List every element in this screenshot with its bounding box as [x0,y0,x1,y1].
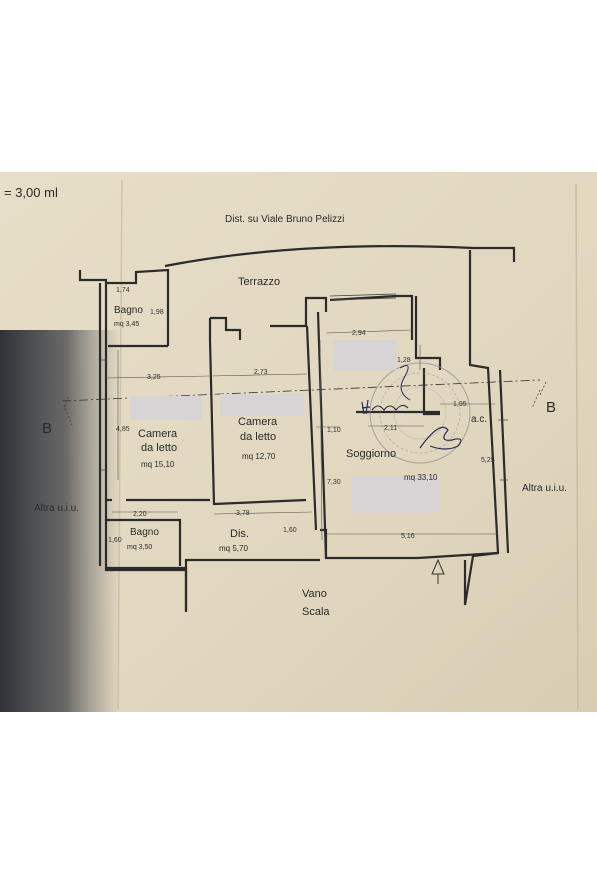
dimension-lines [105,329,498,541]
entrance-arrow-icon [431,558,445,584]
redaction-3 [333,340,396,370]
room-label-soggiorno: Soggiorno [346,448,396,460]
room-label-bagno-bottom: Bagno [130,527,159,538]
section-marker-left: B [42,420,52,437]
dim-1-60-right: 1,60 [283,527,297,534]
walls [78,245,516,612]
dimension-labels: 1,74 1,98 2,94 1,28 3,25 2,73 1,95 4,85 … [108,287,495,544]
dim-3-78: 3,78 [236,510,250,517]
room-label-terrazzo: Terrazzo [238,276,280,288]
label-altra-uiu-right: Altra u.i.u. [522,483,567,494]
redaction-4 [352,476,439,513]
dim-2-20: 2,20 [133,511,147,518]
section-marker-right: B [546,399,556,416]
room-label-dis: Dis. [230,528,249,540]
label-scala: Scala [302,606,330,618]
dim-2-11: 2,11 [384,425,397,432]
street-distance-label: Dist. su Viale Bruno Pelizzi [225,214,344,225]
official-stamp-core [393,386,447,440]
dim-2-73: 2,73 [254,369,268,376]
room-label-camera-2-line2: da letto [240,431,276,443]
room-area-dis: mq 5,70 [219,544,248,553]
label-vano: Vano [302,588,327,600]
room-label-ac: a.c. [471,414,487,425]
section-arrow-left [63,396,73,426]
room-area-soggiorno: mq 33,10 [404,473,438,482]
redaction-1 [130,396,202,420]
dim-2-94: 2,94 [352,330,366,337]
dim-1-28: 1,28 [397,357,411,364]
room-label-camera-1-line1: Camera [138,428,178,440]
label-altra-uiu-left: Altra u.i.u. [34,503,79,514]
room-area-camera-1: mq 15,10 [141,460,175,469]
dim-1-60-left: 1,60 [108,537,122,544]
windows [100,293,508,481]
left-shadow [0,330,120,712]
dim-5-25: 5,25 [481,457,495,464]
room-label-camera-2-line1: Camera [238,416,278,428]
dim-3-25: 3,25 [147,374,161,381]
paper-fold-right [575,183,579,711]
dim-1-95: 1,95 [453,401,467,408]
room-area-bagno-bottom: mq 3,50 [127,544,152,551]
official-stamp [369,362,471,464]
official-stamp-inner [379,372,461,454]
room-label-camera-1-line2: da letto [141,442,177,454]
dim-5-16: 5,16 [401,533,415,540]
dim-7-30: 7,30 [327,479,341,486]
dim-1-74: 1,74 [116,287,130,294]
room-area-bagno-top: mq 3,45 [114,321,139,328]
dim-4-85: 4,85 [116,426,130,433]
redaction-2 [220,394,304,416]
dim-1-98: 1,98 [150,309,164,316]
section-arrow-right [531,381,547,409]
background-bottom [0,712,597,895]
scale-label: = 3,00 ml [4,185,58,200]
room-area-camera-2: mq 12,70 [242,452,276,461]
dim-1-10: 1,10 [327,427,341,434]
room-label-bagno-top: Bagno [114,305,143,316]
handwritten-signature [361,365,462,450]
